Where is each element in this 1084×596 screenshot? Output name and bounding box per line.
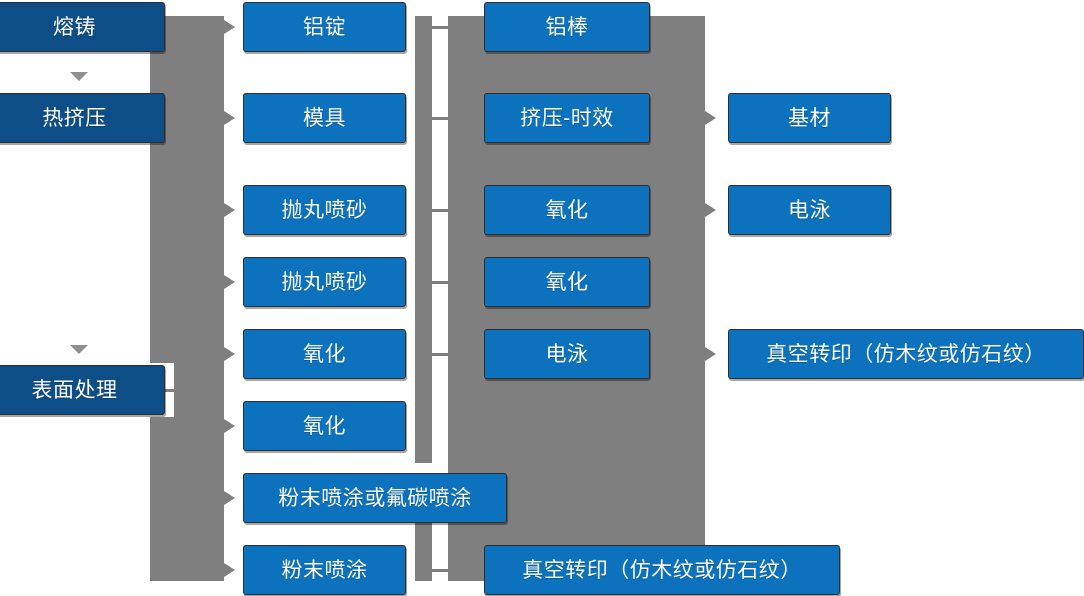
arrow-to-powder-coating — [224, 563, 235, 577]
node-oxidation-4[interactable]: 氧化 — [484, 257, 650, 307]
stage-box-melting[interactable]: 熔铸 — [0, 2, 165, 52]
trunk-notch-top — [150, 0, 224, 16]
node-mold[interactable]: 模具 — [243, 93, 406, 143]
arrow-to-electrophoresis-2 — [705, 203, 716, 217]
node-oxidation-1[interactable]: 氧化 — [243, 329, 406, 379]
stage-box-hot-extrusion[interactable]: 热挤压 — [0, 93, 165, 143]
node-powder-or-pvdf-coating[interactable]: 粉末喷涂或氟碳喷涂 — [243, 473, 507, 523]
node-substrate[interactable]: 基材 — [728, 93, 891, 143]
surface-stage-stub — [160, 389, 184, 392]
arrow-to-oxidation-2 — [224, 419, 235, 433]
rail-tick-bottom — [432, 569, 450, 572]
arrow-to-aluminum-ingot — [224, 20, 235, 34]
node-aluminum-bar[interactable]: 铝棒 — [484, 2, 650, 52]
arrow-to-substrate — [705, 111, 716, 125]
node-vacuum-transfer-1[interactable]: 真空转印（仿木纹或仿石纹） — [484, 545, 840, 595]
node-oxidation-3[interactable]: 氧化 — [484, 185, 650, 235]
node-powder-coating[interactable]: 粉末喷涂 — [243, 545, 406, 595]
rail-tick-shotblast1 — [432, 209, 450, 212]
stage-box-surface-treatment[interactable]: 表面处理 — [0, 365, 165, 415]
node-electrophoresis-2[interactable]: 电泳 — [728, 185, 891, 235]
node-shotblast-2[interactable]: 抛丸喷砂 — [243, 257, 406, 307]
input-to-process-rail — [415, 16, 432, 463]
arrow-to-vacuum-transfer-2 — [705, 347, 716, 361]
rail-tick-shotblast2 — [432, 281, 450, 284]
node-electrophoresis-1[interactable]: 电泳 — [484, 329, 650, 379]
trunk-arrow-down-to-extrusion — [70, 72, 88, 81]
node-vacuum-transfer-2[interactable]: 真空转印（仿木纹或仿石纹） — [728, 329, 1084, 379]
node-shotblast-1[interactable]: 抛丸喷砂 — [243, 185, 406, 235]
rail-tick-mold — [432, 117, 450, 120]
rail-tick-ingot — [432, 26, 450, 29]
arrow-to-shotblast-2 — [224, 275, 235, 289]
arrow-to-shotblast-1 — [224, 203, 235, 217]
node-extrusion-aging[interactable]: 挤压-时效 — [484, 93, 650, 143]
trunk-arrow-down-to-surface — [70, 345, 88, 354]
arrow-to-oxidation-1 — [224, 347, 235, 361]
node-aluminum-ingot[interactable]: 铝锭 — [243, 2, 406, 52]
arrow-to-powder-or-pvdf — [224, 491, 235, 505]
rail-tick-oxidation1 — [432, 353, 450, 356]
node-oxidation-2[interactable]: 氧化 — [243, 401, 406, 451]
arrow-to-mold — [224, 111, 235, 125]
